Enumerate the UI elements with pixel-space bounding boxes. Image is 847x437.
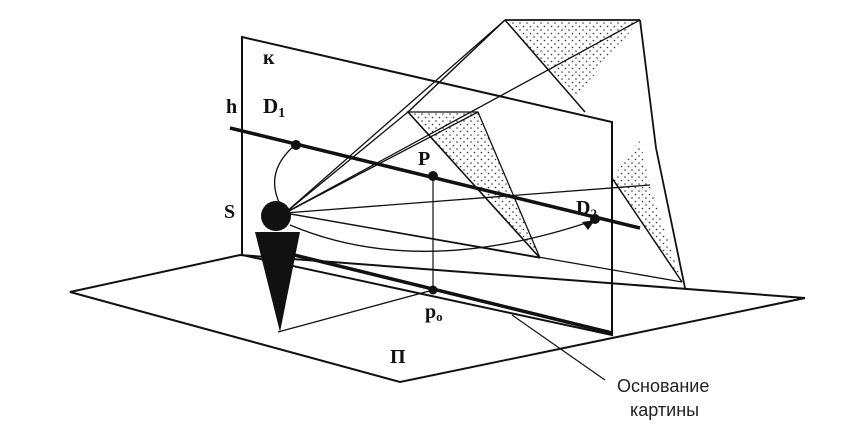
ground-line <box>277 289 434 333</box>
caption-leader-line <box>511 314 606 381</box>
point-d2 <box>590 214 600 224</box>
point-p <box>428 171 438 181</box>
ground-plane <box>69 253 806 384</box>
caption-line-2: картины <box>630 400 699 420</box>
picture-base-line <box>281 250 613 335</box>
shaded-region-right <box>612 140 682 282</box>
label-horizon: h <box>226 96 237 118</box>
picture-plane <box>241 35 613 337</box>
label-principal-point: P <box>418 148 430 170</box>
object-edge <box>611 177 683 283</box>
caption-line-1: Основание <box>617 376 709 396</box>
object-edge <box>504 19 586 113</box>
label-po: po <box>425 301 443 324</box>
label-d2: D2 <box>576 197 597 221</box>
label-d1: D1 <box>263 94 285 121</box>
label-viewpoint: S <box>224 201 235 223</box>
projected-shaded-region <box>406 111 541 259</box>
object-edge <box>639 19 657 149</box>
object-edge <box>407 19 506 113</box>
point-d1 <box>291 140 301 150</box>
object-edge <box>655 147 686 289</box>
point-po <box>428 285 438 295</box>
label-picture-plane: к <box>263 47 275 69</box>
observer-figure <box>255 201 300 332</box>
label-ground-plane: П <box>390 346 406 368</box>
distance-arc-2 <box>289 219 596 252</box>
shaded-region-large <box>505 20 640 98</box>
